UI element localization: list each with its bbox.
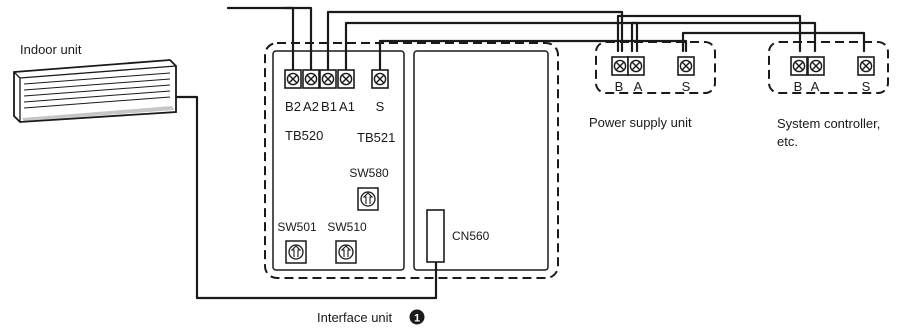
svg-text:1: 1 — [414, 313, 420, 325]
wire-b2 — [226, 6, 295, 72]
power-supply-unit-outline — [595, 41, 716, 94]
terminal-b2-label: B2 — [285, 99, 301, 114]
system-controller-label-line2: etc. — [777, 134, 798, 149]
tb520-label: TB520 — [285, 128, 323, 143]
system-controller: B A S System controller, etc. — [768, 41, 889, 149]
tb521-label: TB521 — [357, 130, 395, 145]
system-controller-label-line1: System controller, — [777, 116, 880, 131]
system-controller-outline — [768, 41, 889, 94]
wiring — [175, 6, 866, 300]
indoor-unit-label: Indoor unit — [20, 42, 82, 57]
sw501-label: SW501 — [277, 220, 317, 234]
psu-terminal-a-label: A — [634, 79, 643, 94]
wire-b1-to-psu-b — [326, 10, 624, 72]
tb520-terminal-block — [284, 69, 355, 89]
sc-terminal-b-label: B — [794, 79, 803, 94]
sc-terminal-a-label: A — [811, 79, 820, 94]
interface-unit: B2 A2 B1 A1 S TB520 TB521 SW580 SW501 SW… — [264, 42, 559, 325]
wire-a2 — [283, 6, 313, 72]
wire-s-to-psu-s — [378, 39, 688, 72]
cn560-connector — [426, 209, 445, 263]
sc-terminal-s-label: S — [862, 79, 871, 94]
interface-unit-label: Interface unit — [317, 310, 393, 325]
terminal-a1-label: A1 — [339, 99, 355, 114]
sw510-label: SW510 — [327, 220, 367, 234]
cn560-label: CN560 — [452, 229, 490, 243]
wire-a1-to-psu-a — [344, 21, 639, 72]
psu-terminal-b-label: B — [615, 79, 624, 94]
wire-psu-a-to-sc-a — [630, 21, 817, 53]
power-supply-unit: B A S Power supply unit — [589, 41, 716, 130]
psu-terminal-s-label: S — [682, 79, 691, 94]
power-supply-unit-label: Power supply unit — [589, 115, 692, 130]
terminal-s-label: S — [376, 99, 385, 114]
interface-unit-outer-outline — [264, 42, 559, 279]
sw580-label: SW580 — [349, 166, 389, 180]
indoor-unit: Indoor unit — [13, 42, 177, 123]
number-1-badge: 1 — [409, 309, 425, 325]
sw501-switch — [285, 240, 307, 264]
terminal-a2-label: A2 — [303, 99, 319, 114]
sw580-switch — [357, 187, 379, 211]
wire-indoor-to-cn560 — [175, 95, 438, 300]
tb521-terminal — [371, 69, 389, 89]
terminal-b1-label: B1 — [321, 99, 337, 114]
sw510-switch — [335, 240, 357, 264]
